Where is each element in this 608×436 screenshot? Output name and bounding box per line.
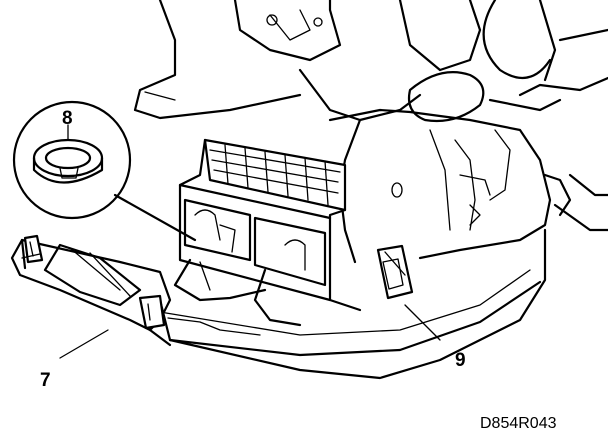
upper-housing — [133, 0, 608, 123]
main-housing — [328, 108, 608, 264]
detail-inset — [12, 100, 197, 242]
leader-lines — [21, 253, 441, 359]
filter-cassette — [178, 138, 347, 302]
lower-tray — [10, 228, 547, 380]
figure-code: D854R043 — [480, 415, 557, 432]
retaining-clip — [376, 244, 414, 300]
air-ducts — [173, 258, 302, 327]
callout-7: 7 — [40, 370, 51, 391]
callout-9: 9 — [455, 350, 466, 371]
callout-8: 8 — [62, 108, 73, 129]
